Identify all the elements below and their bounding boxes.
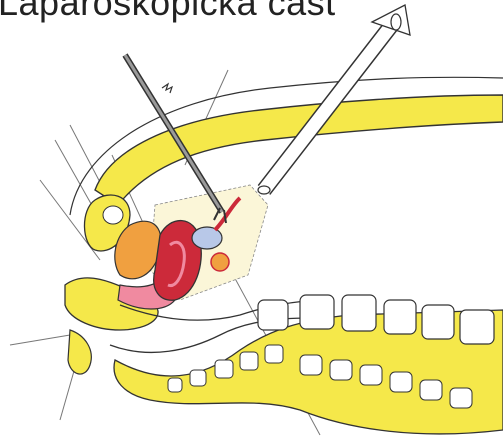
follicle-cluster [211,253,229,271]
ovary [192,227,222,249]
pubic-cavity [103,206,123,224]
anal-sphincter [68,330,91,374]
diagram-title: Laparoskopická část [0,0,336,24]
